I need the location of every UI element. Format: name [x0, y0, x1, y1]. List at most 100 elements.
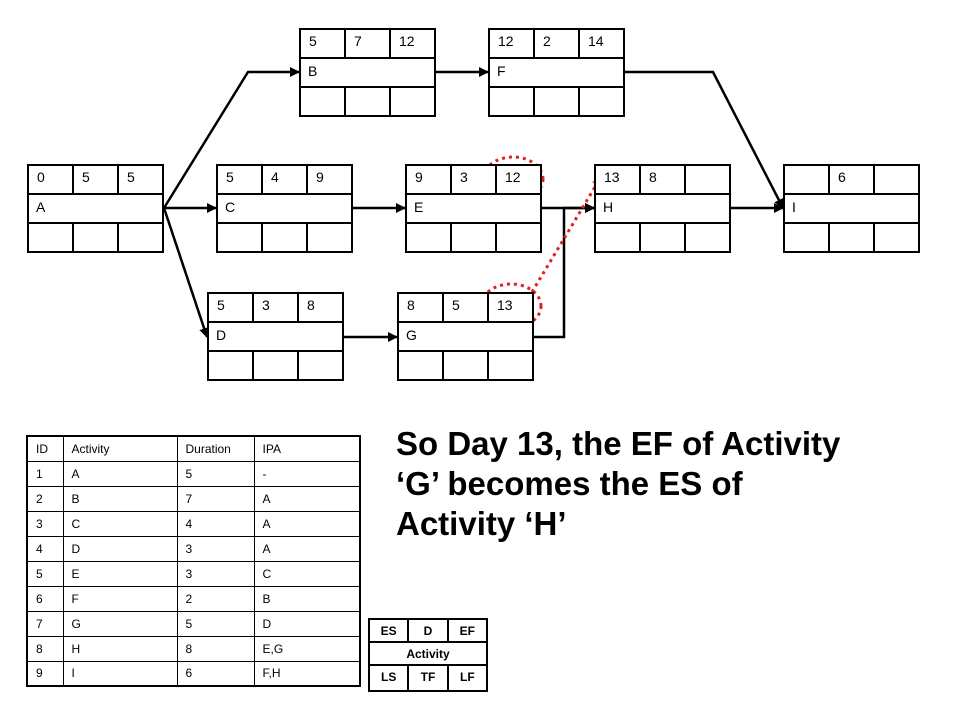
table-cell-ipa: C — [253, 560, 361, 587]
node-bottom-row — [490, 88, 623, 115]
edge-f-i — [625, 70, 785, 209]
node-duration: 3 — [254, 294, 299, 321]
table-cell-duration: 3 — [176, 560, 255, 587]
node-tf — [641, 224, 686, 251]
node-activity-label: F — [497, 63, 506, 79]
node-ls — [209, 352, 254, 379]
table-cell-activity: F — [62, 585, 178, 612]
node-ls — [490, 88, 535, 115]
table-header-activity: Activity — [62, 435, 178, 462]
node-ef: 9 — [316, 169, 324, 185]
node-duration: 7 — [346, 30, 391, 57]
node-top-row: 6 — [785, 166, 918, 195]
node-bottom-row — [29, 224, 162, 251]
legend-middle-row: Activity — [370, 643, 486, 666]
legend-ls: LS — [370, 666, 410, 690]
node-ef: 13 — [497, 297, 513, 313]
node-ef: 5 — [127, 169, 135, 185]
legend-lf: LF — [459, 670, 475, 684]
node-bottom-row — [301, 88, 434, 115]
node-es: 9 — [407, 166, 452, 193]
node-bottom-row — [596, 224, 729, 251]
node-ef: 12 — [399, 33, 415, 49]
edge-a-b — [162, 67, 300, 209]
node-duration: 8 — [641, 166, 686, 193]
node-lf — [497, 224, 540, 251]
table-cell-duration: 7 — [176, 485, 255, 512]
legend-bottom-row: LS TF LF — [370, 666, 486, 690]
node-duration: 6 — [830, 166, 875, 193]
node-es: 12 — [490, 30, 535, 57]
node-lf — [580, 88, 623, 115]
table-cell-activity: C — [62, 510, 178, 537]
table-header-row: ID Activity Duration IPA — [26, 435, 361, 462]
table-cell-id: 9 — [26, 660, 64, 687]
table-cell-ipa: F,H — [253, 660, 361, 687]
table-cell-id: 5 — [26, 560, 64, 587]
table-cell-duration: 6 — [176, 660, 255, 687]
node-ls — [399, 352, 444, 379]
node-tf — [444, 352, 489, 379]
node-duration: 3 — [452, 166, 497, 193]
node-lf — [489, 352, 532, 379]
node-middle-row: E — [407, 195, 540, 224]
node-es: 5 — [218, 166, 263, 193]
node-tf — [74, 224, 119, 251]
node-middle-row: H — [596, 195, 729, 224]
node-ef — [686, 166, 729, 193]
node-lf — [391, 88, 434, 115]
highlight-circle-g-ef — [479, 282, 543, 330]
node-duration: 5 — [74, 166, 119, 193]
table-cell-duration: 5 — [176, 460, 255, 487]
node-middle-row: I — [785, 195, 918, 224]
node-activity-label: D — [216, 327, 227, 343]
node-ls — [29, 224, 74, 251]
table-header-duration: Duration — [176, 435, 255, 462]
edge-a-d — [162, 207, 209, 338]
node-es — [785, 166, 830, 193]
table-cell-duration: 2 — [176, 585, 255, 612]
node-activity-label: I — [792, 199, 796, 215]
node-ef: 12 — [505, 169, 521, 185]
node-middle-row: C — [218, 195, 351, 224]
table-cell-ipa: A — [253, 485, 361, 512]
node-lf — [308, 224, 351, 251]
node-ls — [596, 224, 641, 251]
edges — [162, 67, 785, 342]
node-middle-row: G — [399, 323, 532, 352]
node-bottom-row — [785, 224, 918, 251]
table-cell-activity: I — [62, 660, 178, 687]
table-cell-ipa: B — [253, 585, 361, 612]
legend-es: ES — [370, 620, 410, 641]
node-tf — [535, 88, 580, 115]
table-cell-id: 8 — [26, 635, 64, 662]
table-cell-ipa: E,G — [253, 635, 361, 662]
table-cell-activity: B — [62, 485, 178, 512]
node-es: 0 — [29, 166, 74, 193]
table-cell-ipa: A — [253, 510, 361, 537]
node-activity-label: B — [308, 63, 318, 79]
node-ls — [301, 88, 346, 115]
node-es: 5 — [301, 30, 346, 57]
table-header-id: ID — [26, 435, 64, 462]
node-middle-row: B — [301, 59, 434, 88]
node-tf — [452, 224, 497, 251]
table-cell-id: 3 — [26, 510, 64, 537]
node-tf — [254, 352, 299, 379]
